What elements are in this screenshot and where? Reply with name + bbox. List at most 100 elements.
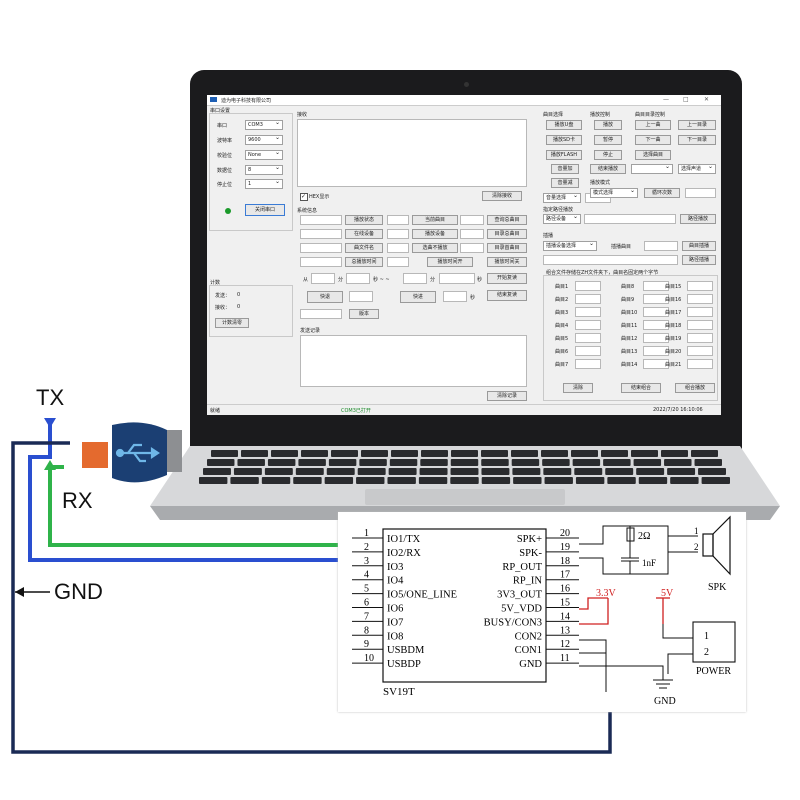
combo-track-input[interactable] xyxy=(687,346,713,356)
combo-track-input[interactable] xyxy=(687,281,713,291)
mode-select[interactable]: 模式选择 xyxy=(590,188,638,198)
rewind-input[interactable] xyxy=(349,291,373,302)
keyboard-key xyxy=(261,477,291,484)
usb-ttl-adapter xyxy=(82,422,182,483)
clear-log-button[interactable]: 清除记录 xyxy=(487,391,527,401)
close-port-button[interactable]: 关闭串口 xyxy=(245,204,285,216)
keyboard-key xyxy=(301,450,328,457)
path-insert-button[interactable]: 路径插播 xyxy=(682,255,716,265)
insert-device-select[interactable]: 插播设备选择 xyxy=(543,241,597,251)
combo-track-input[interactable] xyxy=(643,333,669,343)
path-device-select[interactable]: 路径设备 xyxy=(543,214,581,224)
to-sec-input[interactable] xyxy=(439,273,475,284)
repeat-start-button[interactable]: 开始复读 xyxy=(487,273,527,284)
loop-count-button[interactable]: 循环次数 xyxy=(644,188,680,198)
query-total-button[interactable]: 查询总曲目 xyxy=(487,215,527,225)
dir-total-button[interactable]: 目录总曲目 xyxy=(487,229,527,239)
track-insert-button[interactable]: 曲目插播 xyxy=(682,241,716,251)
keyboard-key xyxy=(421,450,448,457)
combo-track-input[interactable] xyxy=(575,320,601,330)
to-min-input[interactable] xyxy=(403,273,427,284)
combo-track-input[interactable] xyxy=(643,307,669,317)
select-track-button[interactable]: 选择曲目 xyxy=(635,150,671,160)
total-time-button[interactable]: 总播放时间 xyxy=(345,257,383,267)
play-status-button[interactable]: 播放状态 xyxy=(345,215,383,225)
minimize-button[interactable]: — xyxy=(663,96,669,103)
baud-select[interactable]: 9600 xyxy=(245,135,283,145)
keyboard-key xyxy=(450,468,479,475)
prev-dir-button[interactable]: 上一目录 xyxy=(678,120,716,130)
recv-count-label: 接收： xyxy=(215,305,231,311)
combo-track-input[interactable] xyxy=(575,359,601,369)
stopbits-select[interactable]: 1 xyxy=(245,179,283,189)
hex-checkbox[interactable]: ✓ xyxy=(300,193,308,201)
time-off-button[interactable]: 播放时间关 xyxy=(487,257,527,267)
online-device-button[interactable]: 在线设备 xyxy=(345,229,383,239)
keyboard-key xyxy=(670,477,699,484)
time-on-button[interactable]: 播放时间开 xyxy=(427,257,473,267)
combo-play-button[interactable]: 组合播放 xyxy=(675,383,715,393)
play-udisk-button[interactable]: 播放U盘 xyxy=(546,120,582,130)
next-dir-button[interactable]: 下一目录 xyxy=(678,135,716,145)
combo-track-input[interactable] xyxy=(687,333,713,343)
filename-button[interactable]: 曲文件名 xyxy=(345,243,383,253)
select-no-play-button[interactable]: 选曲不播放 xyxy=(412,243,458,253)
combo-track-input[interactable] xyxy=(643,281,669,291)
repeat-end-button[interactable]: 结束复读 xyxy=(487,290,527,301)
dir-first-button[interactable]: 目录首曲目 xyxy=(487,243,527,253)
combo-track-input[interactable] xyxy=(643,294,669,304)
path-play-button[interactable]: 路径播放 xyxy=(680,214,716,224)
combo-track-input[interactable] xyxy=(687,320,713,330)
combo-track-input[interactable] xyxy=(687,307,713,317)
port-select[interactable]: COM3 xyxy=(245,120,283,130)
play-device-button[interactable]: 播放设备 xyxy=(412,229,458,239)
from-min-input[interactable] xyxy=(311,273,335,284)
pause-button[interactable]: 暂停 xyxy=(594,135,622,145)
next-track-button[interactable]: 下一曲 xyxy=(635,135,671,145)
combo-track-input[interactable] xyxy=(575,281,601,291)
combo-track-input[interactable] xyxy=(643,359,669,369)
insert-path-field[interactable] xyxy=(543,255,678,265)
play-sd-button[interactable]: 播放SD卡 xyxy=(546,135,582,145)
volume-up-button[interactable]: 音量加 xyxy=(551,164,579,174)
combo-track-input[interactable] xyxy=(575,346,601,356)
combo-track-input[interactable] xyxy=(643,320,669,330)
stop-button[interactable]: 停止 xyxy=(594,150,622,160)
loop-count-field[interactable] xyxy=(685,188,716,198)
volume-select[interactable]: 音量选择 xyxy=(543,193,581,203)
play-button[interactable]: 播放 xyxy=(594,120,622,130)
v5-label: 5V xyxy=(661,588,674,599)
combo-track-label: 曲目7 xyxy=(555,362,569,368)
combo-track-input[interactable] xyxy=(575,333,601,343)
combo-track-input[interactable] xyxy=(575,307,601,317)
combo-track-input[interactable] xyxy=(575,294,601,304)
from-sec-input[interactable] xyxy=(346,273,370,284)
clear-count-button[interactable]: 计数清零 xyxy=(215,318,249,328)
version-button[interactable]: 版本 xyxy=(349,309,379,319)
combo-track-input[interactable] xyxy=(643,346,669,356)
receive-textarea[interactable] xyxy=(297,119,527,187)
combo-track-input[interactable] xyxy=(687,359,713,369)
combo-track-input[interactable] xyxy=(687,294,713,304)
path-field[interactable] xyxy=(584,214,676,224)
insert-track-field[interactable] xyxy=(644,241,678,251)
maximize-button[interactable]: □ xyxy=(683,96,689,103)
end-play-button[interactable]: 结束播放 xyxy=(590,164,626,174)
eq-select[interactable] xyxy=(631,164,673,174)
clear-receive-button[interactable]: 清除接收 xyxy=(482,191,522,201)
current-track-button[interactable]: 当前曲目 xyxy=(412,215,458,225)
channel-select[interactable]: 选择声道 xyxy=(678,164,716,174)
forward-button[interactable]: 快进 xyxy=(400,291,436,303)
play-flash-button[interactable]: 播放FLASH xyxy=(546,150,582,160)
volume-down-button[interactable]: 音量减 xyxy=(551,178,579,188)
rewind-button[interactable]: 快退 xyxy=(307,291,343,303)
combo-clear-button[interactable]: 清除 xyxy=(563,383,593,393)
databits-select[interactable]: 8 xyxy=(245,165,283,175)
forward-input[interactable] xyxy=(443,291,467,302)
close-button[interactable]: ✕ xyxy=(704,96,710,103)
keyboard-key xyxy=(544,477,573,484)
end-combo-button[interactable]: 结束组合 xyxy=(621,383,661,393)
parity-select[interactable]: None xyxy=(245,150,283,160)
prev-track-button[interactable]: 上一曲 xyxy=(635,120,671,130)
send-log-textarea[interactable] xyxy=(300,335,527,387)
